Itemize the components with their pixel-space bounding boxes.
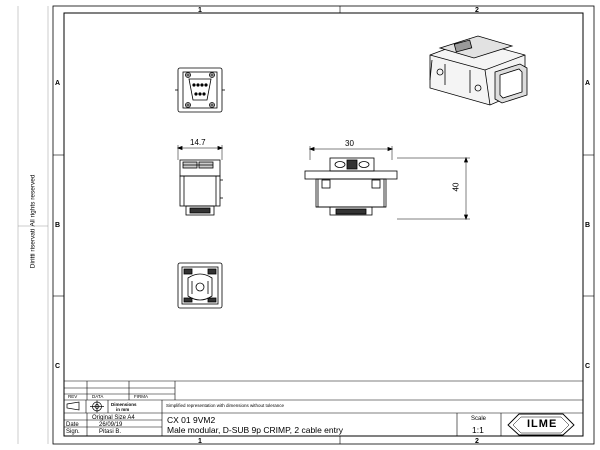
- rights-text-en: All rights reserved: [29, 174, 37, 227]
- logo-text: ILME: [527, 418, 558, 430]
- dimension-height-front: 40: [451, 182, 461, 192]
- tolerance-note: Simplified representation with dimension…: [166, 403, 285, 408]
- date-label: Date: [66, 422, 79, 428]
- original-size: Original Size A4: [92, 415, 135, 421]
- dimensions-unit: in mm: [116, 407, 130, 412]
- date-value: 26/09/19: [99, 422, 123, 428]
- connector-iso-view: [429, 35, 528, 106]
- zone-row-c-right: C: [585, 363, 591, 370]
- firma-header: FIRMA: [134, 394, 148, 399]
- ilme-logo-icon: [507, 413, 575, 436]
- zone-column-2-bottom: 2: [475, 438, 479, 445]
- data-header: DATA: [92, 394, 104, 399]
- connector-top-view: [175, 67, 225, 113]
- zone-column-1-top: 1: [198, 7, 202, 14]
- dimension-width-front: 30: [345, 139, 354, 148]
- sign-label: Sign.: [66, 429, 80, 435]
- zone-row-c-left: C: [55, 363, 61, 370]
- scale-label: Scale: [471, 416, 487, 422]
- scale-value: 1:1: [472, 425, 484, 435]
- dimension-width-side: 14.7: [190, 138, 206, 147]
- part-description: Male modular, D-SUB 9p CRIMP, 2 cable en…: [167, 425, 344, 435]
- rev-header: REV: [68, 394, 78, 399]
- title-block-lines: [64, 380, 583, 436]
- zone-column-1-bottom: 1: [198, 438, 202, 445]
- zone-row-b-left: B: [55, 222, 61, 229]
- connector-bottom-view: [177, 262, 223, 309]
- sign-value: Pitasi B.: [99, 429, 122, 435]
- zone-row-a-right: A: [585, 80, 591, 87]
- part-number: CX 01 9VM2: [167, 415, 216, 425]
- dimensions-label: Dimensions: [111, 402, 137, 407]
- connector-side-view: [176, 145, 224, 216]
- zone-column-2-top: 2: [475, 7, 479, 14]
- projection-symbol-icon: [66, 400, 104, 413]
- sheet-frame: [17, 5, 595, 445]
- zone-row-a-left: A: [55, 80, 61, 87]
- connector-front-view: [304, 146, 470, 221]
- zone-row-b-right: B: [585, 222, 591, 229]
